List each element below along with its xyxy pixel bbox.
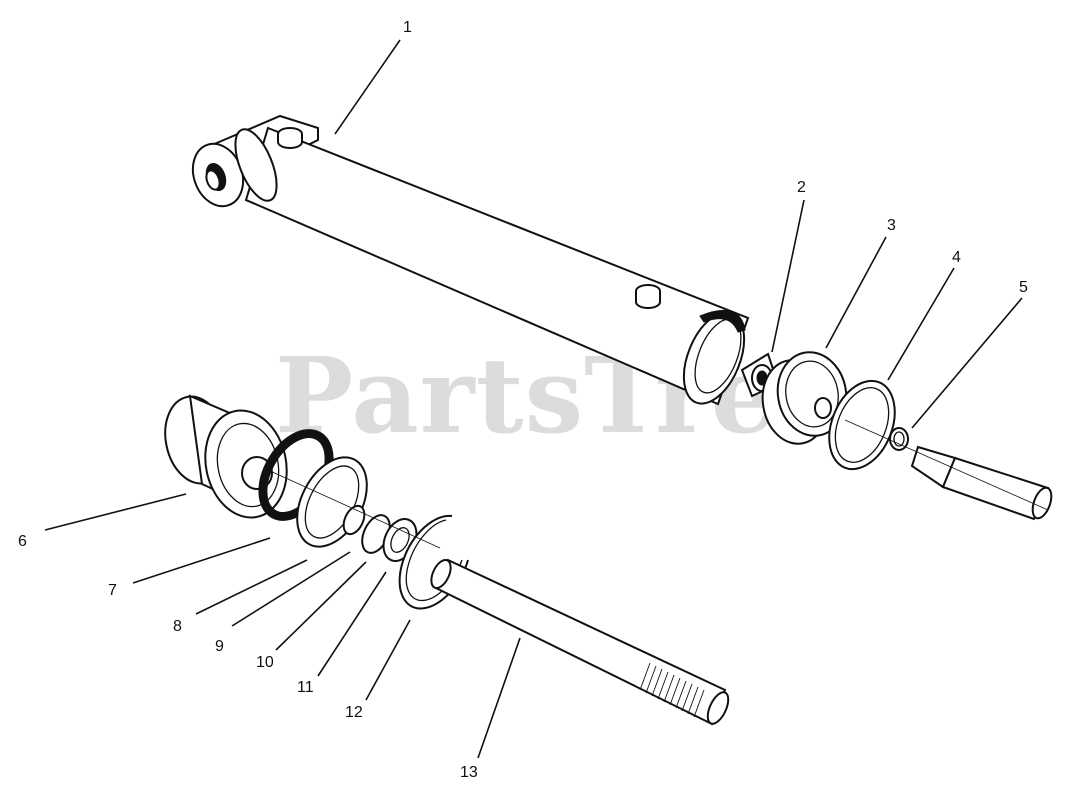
callout-11: 11 (297, 679, 314, 696)
oring-and-pin-part-5 (889, 427, 1053, 521)
callout-3: 3 (887, 217, 896, 234)
piston-part-3 (761, 351, 848, 445)
callout-12: 12 (345, 704, 363, 721)
callout-13: 13 (460, 764, 478, 781)
watermark-text: PartsTree (275, 334, 845, 457)
callout-7: 7 (108, 582, 117, 599)
gland-part-6 (164, 394, 288, 519)
callout-5: 5 (1019, 279, 1028, 296)
piston-rod-part-13 (430, 558, 730, 726)
leader-lines (44, 39, 1023, 759)
cylinder-barrel (191, 114, 750, 406)
callout-4: 4 (952, 249, 961, 266)
callout-1: 1 (403, 19, 412, 36)
callout-10: 10 (256, 654, 274, 671)
callout-6: 6 (18, 533, 27, 550)
callout-8: 8 (173, 618, 182, 635)
callout-9: 9 (215, 638, 224, 655)
oring-part-9 (342, 504, 366, 536)
callout-2: 2 (797, 179, 806, 196)
